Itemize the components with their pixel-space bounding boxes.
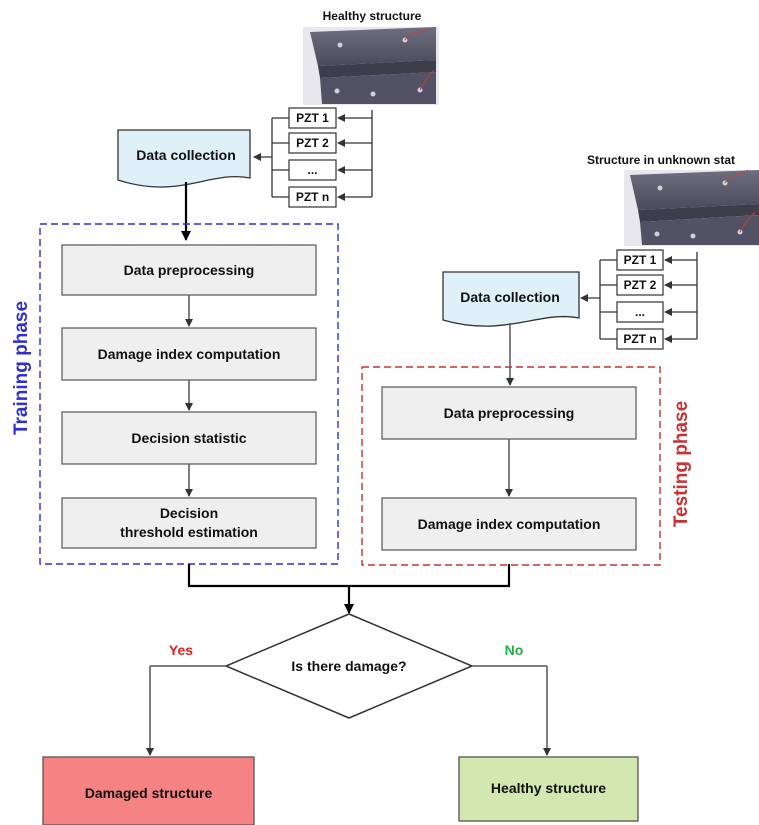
training-step-preprocessing	[61, 244, 317, 296]
top-pzt-2-label: PZT 2	[296, 136, 329, 150]
training-step-threshold	[61, 497, 317, 549]
testing-pzt-ellipsis-label: ...	[635, 305, 645, 319]
damage-decision-question: Is there damage?	[291, 658, 406, 674]
training-step-threshold-label-1: Decision	[160, 505, 218, 521]
no-branch-label: No	[505, 642, 524, 658]
testing-step-preprocessing	[381, 386, 637, 440]
testing-pzt-sensors: PZT 1 PZT 2 ... PZT n	[580, 249, 698, 350]
training-data-collection-label: Data collection	[136, 147, 236, 163]
top-pzt-1-label: PZT 1	[296, 111, 329, 125]
top-pzt-ellipsis-label: ...	[307, 163, 317, 177]
damaged-structure-label: Damaged structure	[85, 785, 213, 801]
testing-pzt-2-label: PZT 2	[624, 278, 657, 292]
testing-phase-label: Testing phase	[671, 401, 692, 527]
training-step-decision-statistic	[61, 411, 317, 465]
damaged-structure-outcome	[42, 756, 255, 825]
training-data-collection	[117, 129, 251, 188]
healthy-photo-caption: Healthy structure	[323, 9, 422, 23]
training-step-decision-statistic-label: Decision statistic	[131, 430, 246, 446]
healthy-structure-outcome	[458, 756, 639, 822]
top-pzt-n-label: PZT n	[296, 190, 329, 204]
top-pzt-sensors: PZT 1 PZT 2 ... PZT n	[253, 107, 373, 208]
healthy-structure-label: Healthy structure	[491, 780, 606, 796]
testing-pzt-n-label: PZT n	[623, 332, 656, 346]
training-step-damage-index-label: Damage index computation	[98, 346, 281, 362]
yes-branch-label: Yes	[169, 642, 193, 658]
healthy-structure-photo	[303, 27, 439, 105]
unknown-structure-photo	[624, 169, 759, 246]
training-step-damage-index	[61, 327, 317, 381]
testing-pzt-1-label: PZT 1	[624, 253, 657, 267]
training-step-threshold-label-2: threshold estimation	[120, 524, 258, 540]
testing-step-damage-index	[381, 497, 637, 551]
training-step-preprocessing-label: Data preprocessing	[124, 262, 255, 278]
testing-step-damage-index-label: Damage index computation	[418, 516, 601, 532]
unknown-photo-caption: Structure in unknown stat	[587, 153, 735, 167]
training-phase-label: Training phase	[11, 301, 32, 435]
damage-decision-diamond	[224, 613, 474, 719]
testing-phase-frame	[361, 366, 661, 566]
testing-step-preprocessing-label: Data preprocessing	[444, 405, 575, 421]
merge-connector	[187, 564, 511, 614]
testing-data-collection	[442, 271, 580, 327]
testing-data-collection-label: Data collection	[460, 289, 560, 305]
